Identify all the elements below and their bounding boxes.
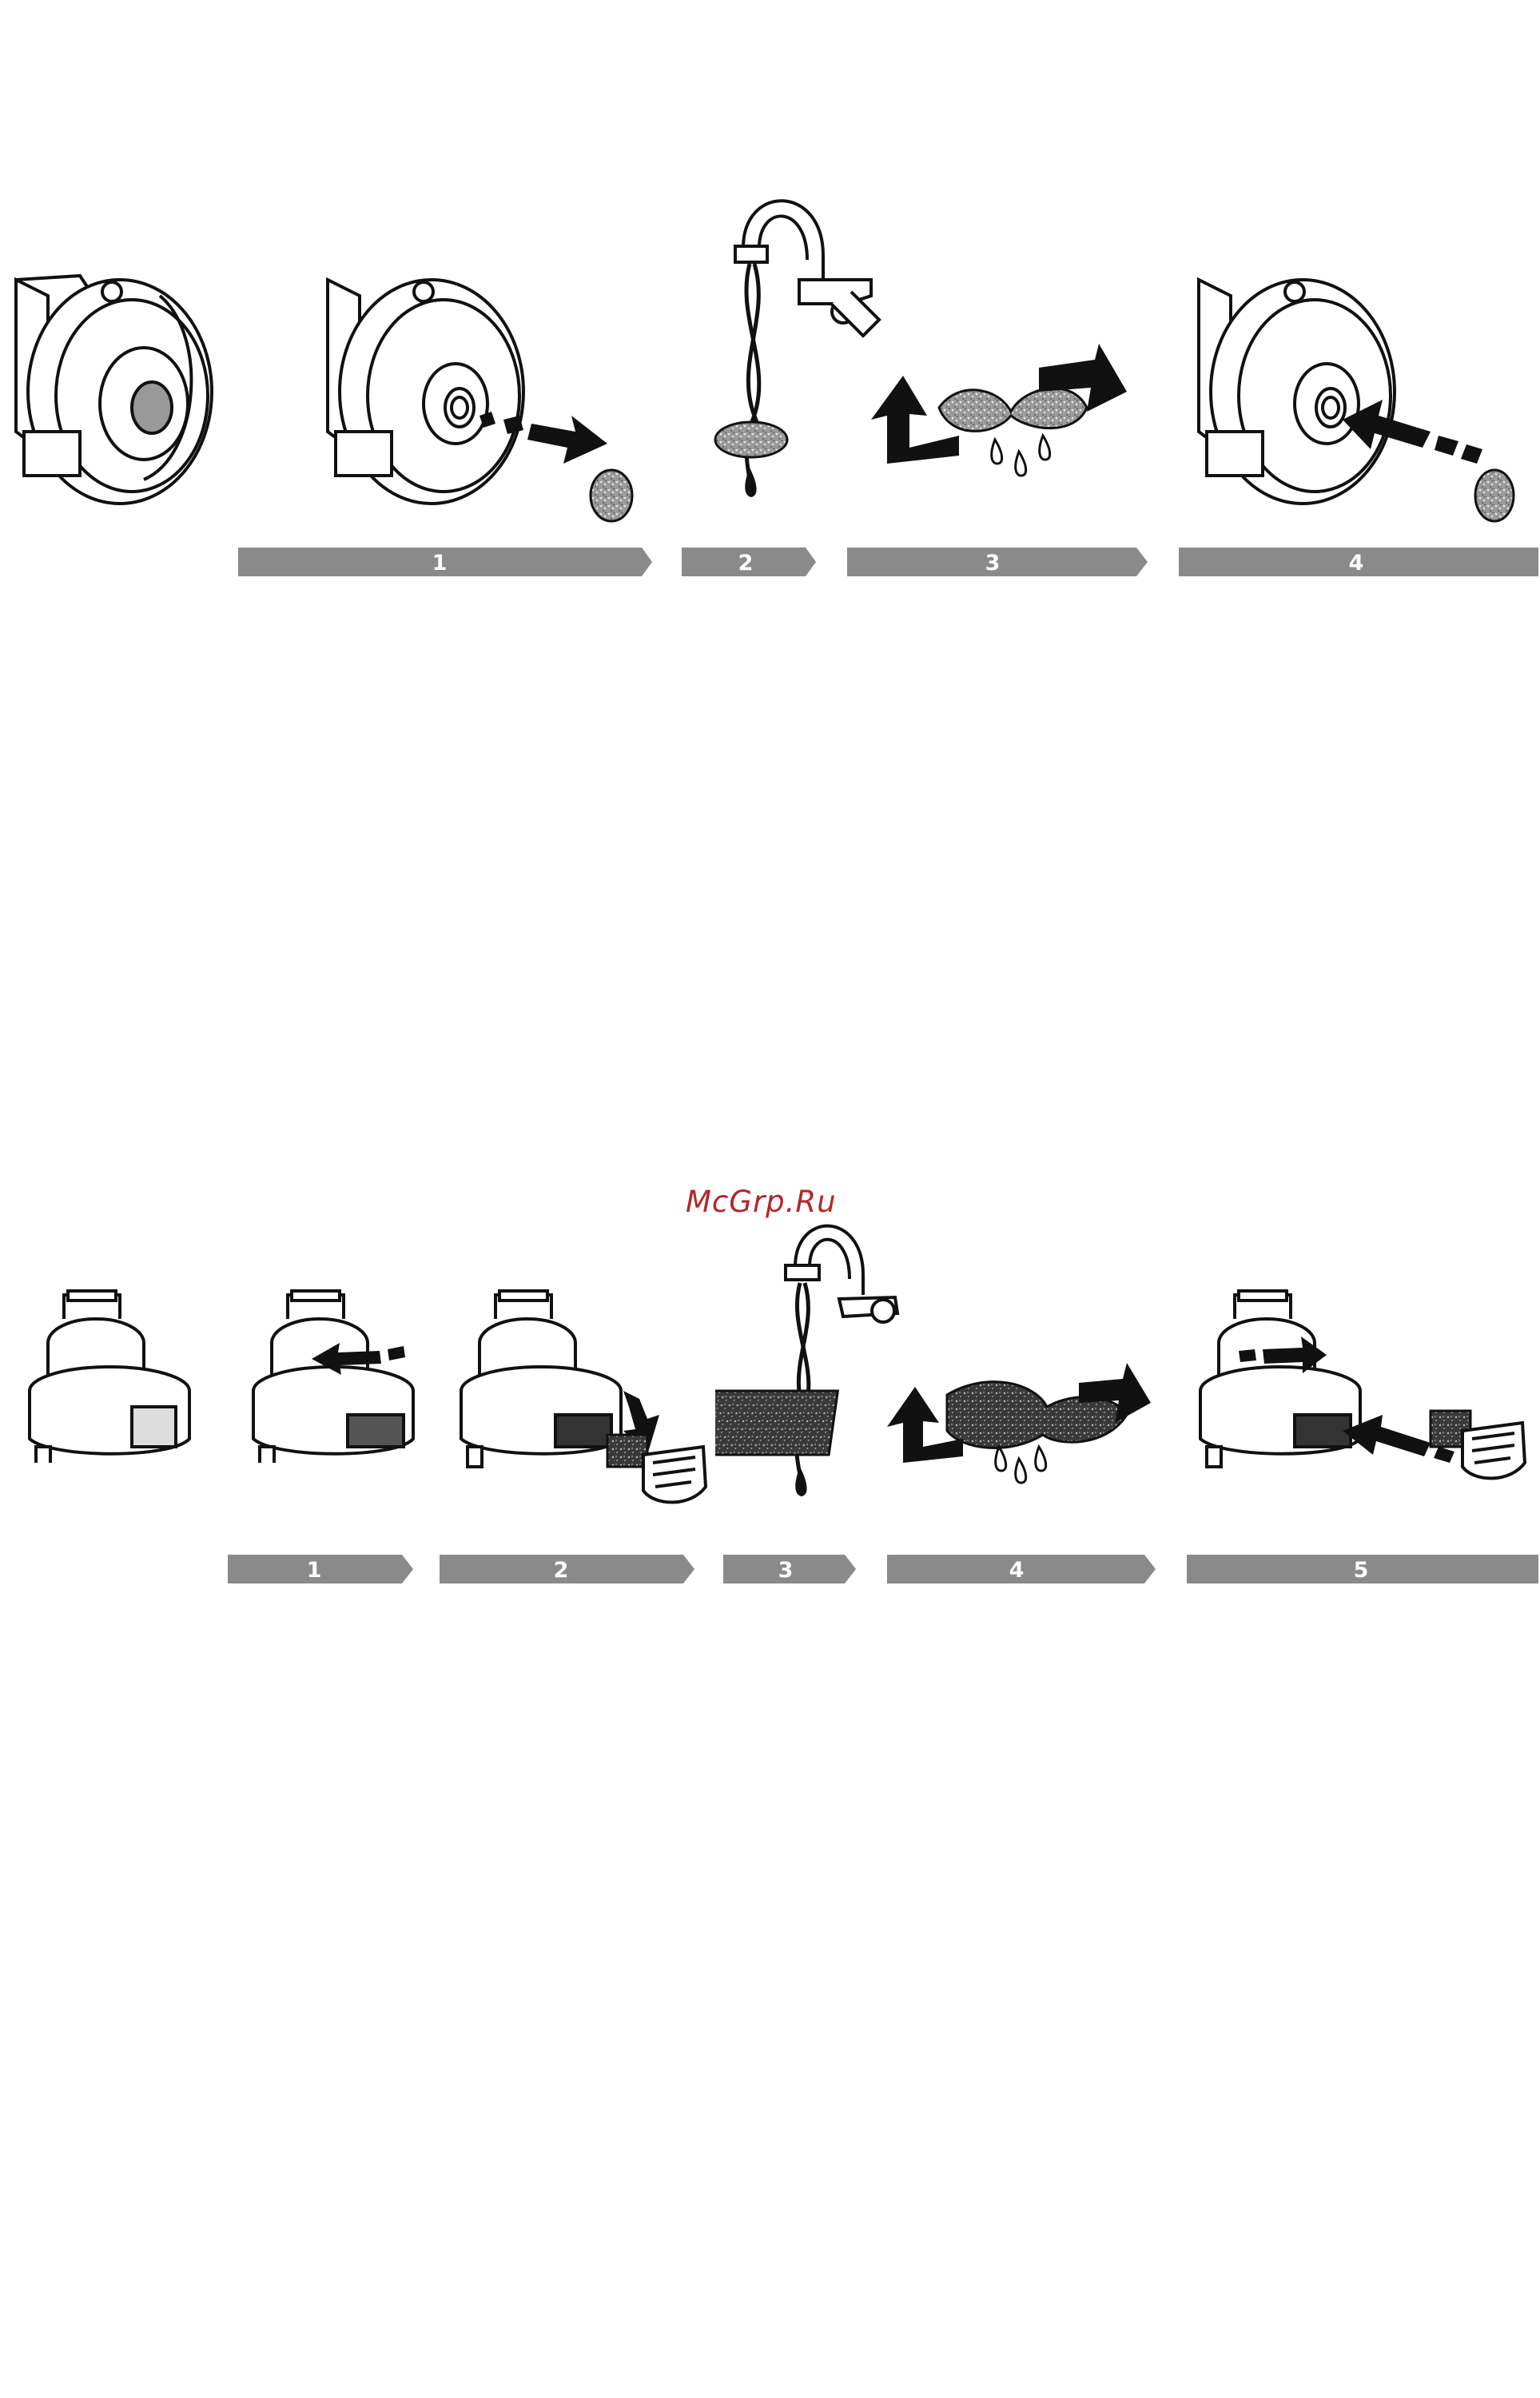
water-drop-icon [795, 1467, 806, 1496]
canister-icon [461, 1291, 621, 1467]
step-bar-top-2: 2 [682, 548, 819, 576]
step3-rinse-figure [715, 1211, 907, 1507]
filter-disc-icon [591, 470, 632, 521]
step-bar-bottom-2: 2 [440, 1555, 697, 1583]
step1-remove-filter-figure [312, 264, 655, 536]
step-bar-bottom-3: 3 [723, 1555, 859, 1583]
canister-initial-figure [20, 1287, 204, 1463]
step2-rinse-figure [687, 184, 887, 512]
motor-filter-unit-figure [0, 264, 224, 528]
step-number: 3 [778, 1558, 794, 1583]
filter-pad-icon [715, 1391, 838, 1455]
step-bar-top-3: 3 [847, 548, 1151, 576]
step-bar-bottom-5: 5 [1187, 1555, 1538, 1583]
filter-pad-icon [607, 1435, 647, 1467]
step-number: 2 [738, 551, 754, 576]
step5-insert-filter-figure [1191, 1287, 1534, 1503]
step-bar-bottom-4: 4 [887, 1555, 1159, 1583]
filter-disc-icon [715, 422, 787, 457]
step-number: 5 [1354, 1558, 1369, 1583]
step-number: 4 [1349, 551, 1364, 576]
step-bar-bottom-1: 1 [228, 1555, 416, 1583]
step-bar-top-4: 4 [1179, 548, 1538, 576]
step4-wring-figure [883, 1359, 1155, 1503]
motor-filter-unit-icon [1199, 280, 1395, 504]
water-drops-icon [996, 1447, 1046, 1483]
step-number: 4 [1009, 1558, 1025, 1583]
motor-filter-unit-icon [16, 276, 212, 504]
filter-pad-icon [939, 388, 1087, 432]
step-bar-top-1: 1 [238, 548, 654, 576]
step-number: 2 [554, 1558, 569, 1583]
step3-wring-figure [871, 344, 1135, 520]
step-number: 1 [307, 1558, 322, 1583]
canister-icon [253, 1291, 413, 1463]
step4-insert-filter-figure [1183, 264, 1534, 536]
step2-remove-filter-figure [452, 1287, 715, 1511]
filter-disc-icon [1475, 470, 1514, 521]
canister-icon [1200, 1291, 1360, 1467]
filter-cover-icon [643, 1447, 706, 1502]
faucet-icon [786, 1226, 897, 1322]
step1-open-cover-figure [244, 1287, 428, 1463]
step-number: 3 [985, 551, 1001, 576]
motor-filter-unit-icon [328, 280, 523, 504]
water-drops-icon [992, 436, 1050, 476]
step-number: 1 [432, 551, 448, 576]
canister-icon [30, 1291, 189, 1463]
filter-cover-icon [1462, 1423, 1525, 1478]
